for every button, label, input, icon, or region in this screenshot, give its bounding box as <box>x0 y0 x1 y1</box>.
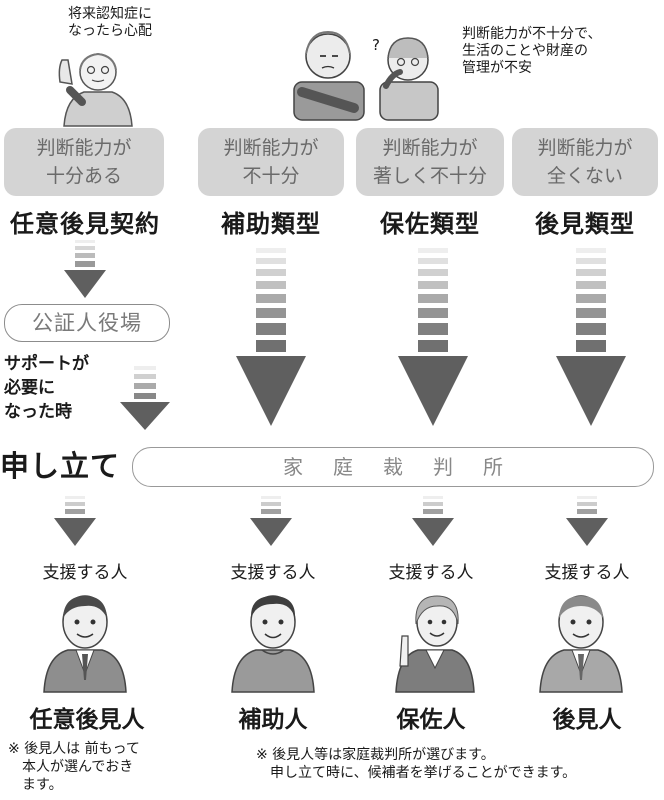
ability-box-insufficient: 判断能力が 不十分 <box>198 128 344 196</box>
anxiety-caption: 判断能力が不十分で、 生活のことや財産の 管理が不安 <box>462 26 602 76</box>
role-voluntary-guardian: 任意後見人 <box>29 707 145 733</box>
arrow-medium <box>120 366 170 430</box>
application-label: 申し立て <box>0 449 121 483</box>
type-assistance: 補助類型 <box>221 210 321 238</box>
arrow-small <box>54 496 96 546</box>
question-mark: ? <box>372 36 380 54</box>
supporter-label: 支援する人 <box>230 563 316 583</box>
type-voluntary-guardianship: 任意後見契約 <box>10 210 160 238</box>
arrow-small <box>250 496 292 546</box>
arrow-large <box>556 248 626 426</box>
woman-pointing-icon <box>395 595 475 693</box>
supporter-label: 支援する人 <box>42 563 128 583</box>
man-in-suit-icon <box>43 595 127 693</box>
older-man-in-suit-icon <box>539 595 623 693</box>
note-right: ※ 後見人等は家庭裁判所が選びます。 申し立て時に、候補者を挙げることができます… <box>256 747 577 781</box>
type-curatorship: 保佐類型 <box>380 210 480 238</box>
supporter-label: 支援する人 <box>544 563 630 583</box>
family-court-box: 家庭裁判所 <box>132 447 654 487</box>
arrow-large <box>236 248 306 426</box>
man-in-sweater-icon <box>231 595 315 693</box>
ability-box-sufficient: 判断能力が 十分ある <box>4 128 164 196</box>
support-needed-label: サポートが 必要に なった時 <box>4 354 89 422</box>
worry-caption: 将来認知症に なったら心配 <box>68 6 152 39</box>
type-guardianship: 後見類型 <box>535 210 635 238</box>
role-assistant: 補助人 <box>238 707 308 733</box>
elderly-man-icon <box>58 52 133 127</box>
arrow-small <box>64 240 106 298</box>
role-curator: 保佐人 <box>396 707 466 733</box>
arrow-small <box>566 496 608 546</box>
role-guardian: 後見人 <box>552 707 622 733</box>
ability-box-none: 判断能力が 全くない <box>512 128 658 196</box>
arrow-small <box>412 496 454 546</box>
supporter-label: 支援する人 <box>388 563 474 583</box>
note-left: ※ 後見人は 前もって 本人が選んでおき ます。 <box>8 741 140 793</box>
arrow-large <box>398 248 468 426</box>
notary-office-box: 公証人役場 <box>4 304 170 342</box>
ability-box-severely-insufficient: 判断能力が 著しく不十分 <box>356 128 504 196</box>
elderly-couple-icon <box>293 30 439 121</box>
